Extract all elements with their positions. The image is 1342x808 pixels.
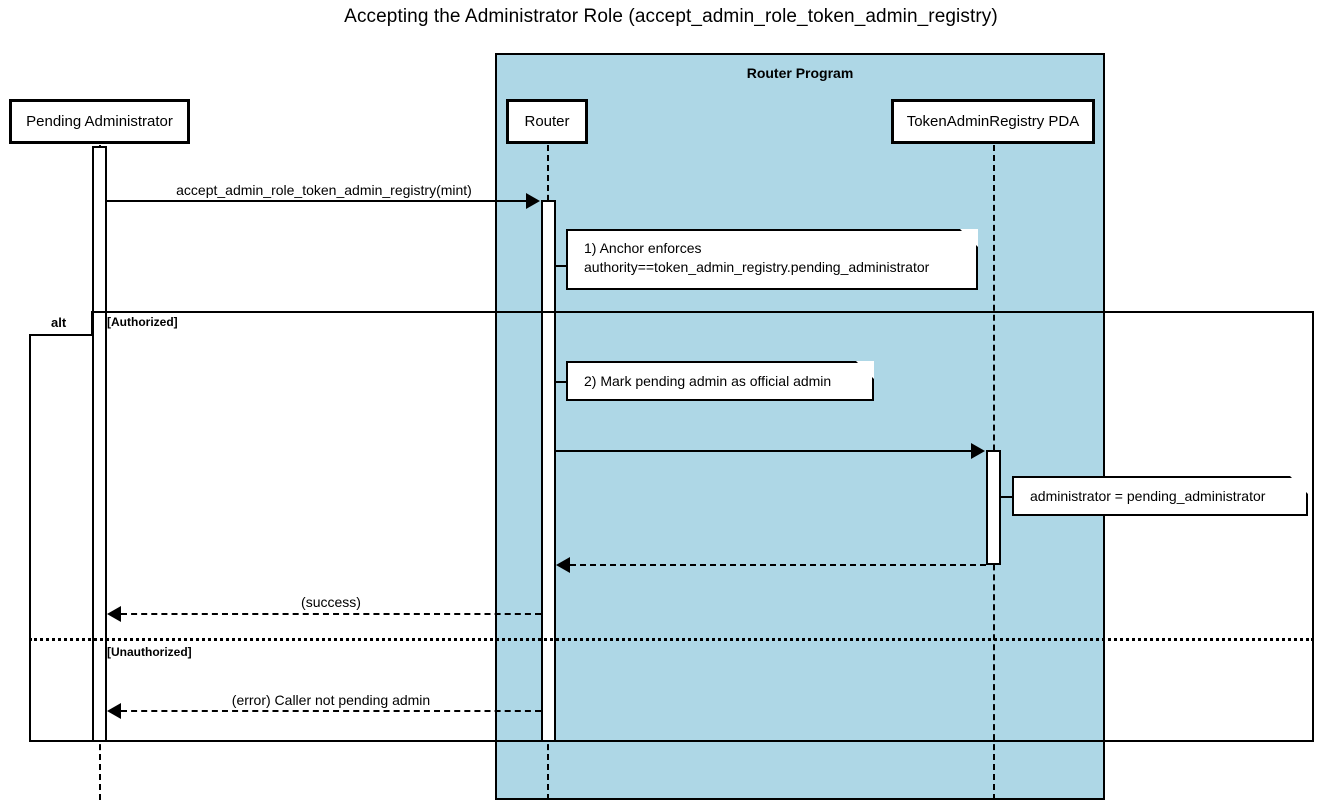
- activation-router: [541, 200, 556, 742]
- message-line-pda-to-router: [570, 564, 986, 566]
- message-line-router-to-pda: [556, 450, 971, 452]
- fragment-guard-authorized: [Authorized]: [107, 315, 178, 329]
- message-arrowhead-success: [107, 606, 121, 622]
- note-mark-pending-admin: 2) Mark pending admin as official admin: [566, 361, 874, 401]
- message-label-accept-admin-role: accept_admin_role_token_admin_registry(m…: [176, 182, 472, 198]
- activation-token-admin-registry-pda: [986, 450, 1001, 565]
- participant-pending-administrator[interactable]: Pending Administrator: [9, 99, 190, 144]
- fragment-divider: [29, 638, 1314, 641]
- message-label-success: (success): [301, 594, 361, 610]
- fragment-guard-unauthorized: [Unauthorized]: [107, 645, 192, 659]
- note-fold-icon-1: [960, 229, 978, 247]
- group-label-router-program: Router Program: [746, 65, 854, 81]
- page-title: Accepting the Administrator Role (accept…: [344, 6, 998, 27]
- participant-label-router: Router: [524, 113, 570, 130]
- note-connector-1: [556, 265, 568, 267]
- message-arrowhead-pda-to-router: [556, 557, 570, 573]
- note-connector-2: [556, 381, 568, 383]
- message-label-error: (error) Caller not pending admin: [231, 692, 431, 708]
- participant-label-token-admin-registry-pda: TokenAdminRegistry PDA: [906, 113, 1080, 130]
- message-line-error: [121, 710, 541, 712]
- message-line-accept-admin-role: [107, 200, 527, 202]
- note-anchor-enforces: 1) Anchor enforces authority==token_admi…: [566, 229, 978, 290]
- group-box-router-program: [495, 53, 1105, 800]
- activation-pending-administrator: [92, 146, 107, 742]
- participant-router[interactable]: Router: [506, 99, 588, 144]
- note-line-1b: authority==token_admin_registry.pending_…: [584, 259, 930, 275]
- note-line-1a: 1) Anchor enforces: [584, 240, 702, 256]
- message-arrowhead-accept-admin-role: [526, 193, 540, 209]
- participant-label-pending-administrator: Pending Administrator: [26, 113, 173, 130]
- note-fold-icon-3: [1290, 476, 1308, 494]
- note-connector-3: [1001, 496, 1013, 498]
- note-administrator-assignment: administrator = pending_administrator: [1012, 476, 1308, 516]
- message-line-success: [121, 613, 541, 615]
- note-line-2a: 2) Mark pending admin as official admin: [584, 372, 832, 389]
- note-fold-icon-2: [856, 361, 874, 379]
- participant-token-admin-registry-pda[interactable]: TokenAdminRegistry PDA: [891, 99, 1095, 144]
- note-line-3a: administrator = pending_administrator: [1030, 487, 1266, 504]
- fragment-operator-tag: alt: [29, 311, 93, 336]
- message-arrowhead-router-to-pda: [971, 443, 985, 459]
- message-arrowhead-error: [107, 703, 121, 719]
- fragment-operator-label: alt: [51, 315, 67, 330]
